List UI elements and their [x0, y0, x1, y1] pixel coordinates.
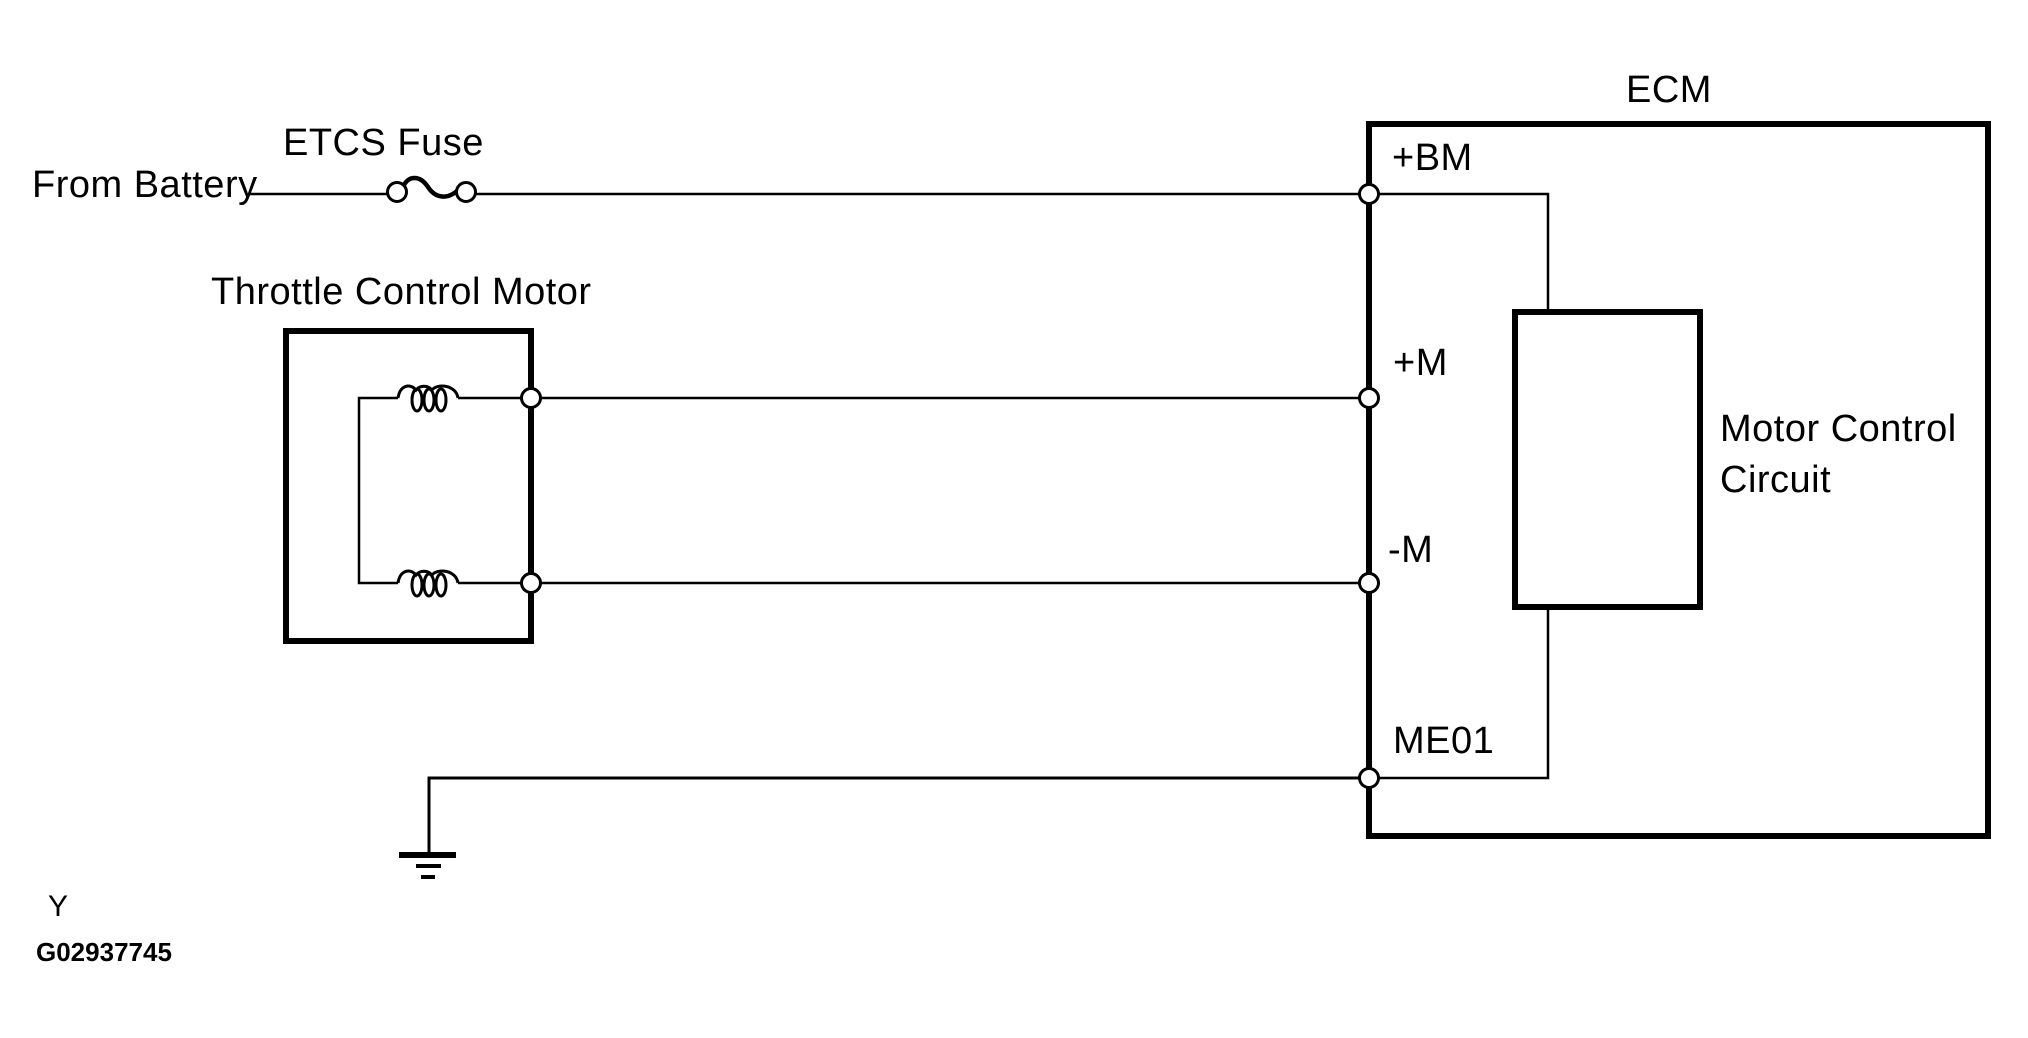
section-marker: Y: [48, 890, 69, 923]
coil-loop: [422, 387, 436, 413]
fuse-wave: [400, 175, 463, 199]
bm-internal-wire: [1379, 192, 1550, 309]
etcs-fuse-label: ETCS Fuse: [283, 122, 484, 164]
motor-coil-top: [396, 384, 460, 413]
me01-internal-wire: [1379, 610, 1550, 780]
coil-loop: [434, 572, 448, 598]
from-battery-label: From Battery: [32, 164, 258, 206]
coil-loop: [410, 387, 424, 413]
coil-bumps: [396, 569, 460, 584]
coil-bumps: [396, 384, 460, 399]
ground-symbol: [399, 852, 456, 879]
motor-terminal-bottom: [520, 572, 542, 594]
ecm-terminal-me01: [1358, 767, 1380, 789]
pin-label-bm: +BM: [1392, 137, 1473, 179]
coil-loop: [434, 387, 448, 413]
fuse-terminal-left: [386, 181, 408, 203]
figure-code: G02937745: [36, 937, 172, 967]
ecm-terminal-m-minus: [1358, 572, 1380, 594]
etcs-fuse-symbol: [386, 175, 477, 203]
ecm-terminal-bm: [1358, 183, 1380, 205]
coil-loop: [410, 572, 424, 598]
fuse-terminal-right: [455, 181, 477, 203]
motor-control-circuit-label-line1: Motor Control: [1720, 408, 1957, 450]
motor-control-circuit-box: [1512, 309, 1703, 610]
throttle-control-motor-title: Throttle Control Motor: [211, 271, 592, 313]
pin-label-m-minus: -M: [1388, 529, 1434, 571]
pin-label-me01: ME01: [1393, 720, 1495, 762]
ecm-terminal-m-plus: [1358, 387, 1380, 409]
coil-link-wire: [357, 396, 398, 585]
motor-coil-bottom: [396, 569, 460, 598]
coil-loop: [422, 572, 436, 598]
pin-label-m-plus: +M: [1393, 342, 1448, 384]
ground-wire: [427, 776, 1359, 852]
ecm-title: ECM: [1626, 69, 1712, 111]
motor-terminal-top: [520, 387, 542, 409]
throttle-control-motor-box: [283, 328, 534, 644]
ecm-box: [1366, 121, 1991, 839]
motor-control-circuit-label-line2: Circuit: [1720, 459, 1832, 501]
